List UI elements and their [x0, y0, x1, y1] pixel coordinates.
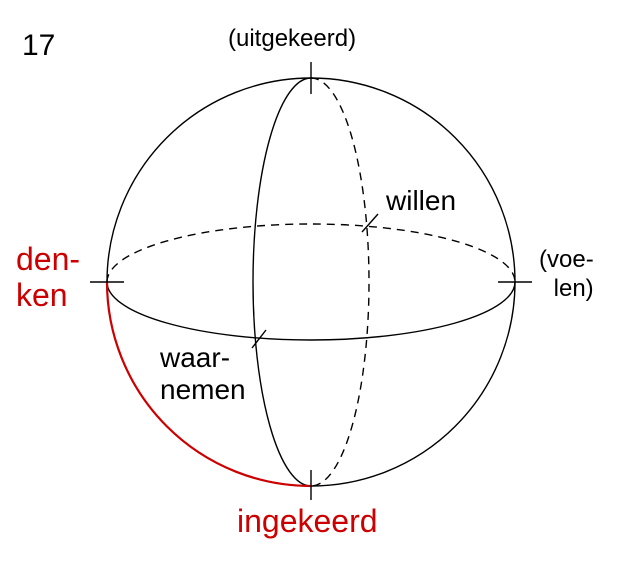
meridian-front	[252, 77, 312, 487]
denken-line2: ken	[16, 276, 68, 313]
equator-front	[106, 281, 516, 341]
waarnemen-line2: nemen	[160, 374, 246, 406]
meridian-back	[310, 77, 370, 487]
top-label: (uitgekeerd)	[228, 25, 357, 52]
page-number: 17	[22, 29, 56, 62]
bottom-label: ingekeerd	[237, 503, 378, 539]
voelen-line2: len)	[553, 274, 594, 302]
willen-label: willen	[386, 185, 457, 216]
equator-back	[106, 223, 516, 283]
willen-tick	[361, 213, 379, 233]
denken-ingekeerd-arc	[105, 281, 312, 488]
voelen-line1: (voe-	[539, 246, 594, 273]
sphere-outline	[106, 77, 516, 487]
waarnemen-tick	[251, 329, 267, 349]
waarnemen-label: waar- nemen	[160, 342, 246, 406]
denken-label: den- ken	[16, 241, 81, 314]
voelen-label: (voe- len)	[539, 246, 594, 304]
waarnemen-line1: waar-	[160, 342, 231, 373]
denken-line1: den-	[16, 241, 81, 277]
